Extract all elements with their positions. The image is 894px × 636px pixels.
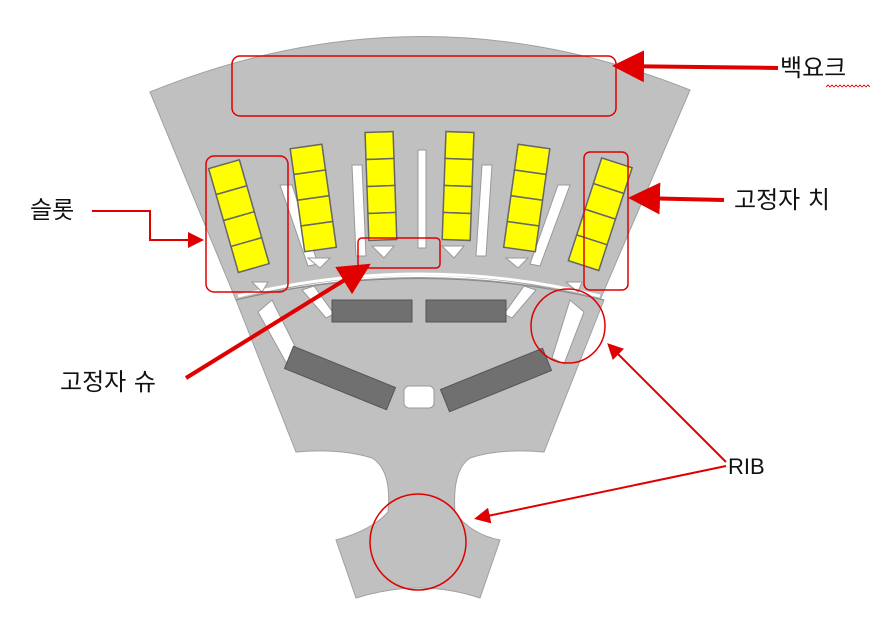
coil-block: [364, 130, 395, 161]
coil-stack-1: [207, 158, 271, 274]
coil-block: [292, 169, 330, 202]
coil-block: [367, 211, 398, 242]
magnet: [331, 299, 413, 323]
coil-block: [443, 157, 474, 188]
leader-arrows: [92, 50, 779, 524]
tooth-highlight: [583, 151, 629, 291]
air-gap: [237, 272, 601, 298]
coil-stack-2: [289, 143, 338, 253]
slot-gap: [529, 184, 571, 267]
tooth-tip: [250, 281, 269, 293]
rotor-sector: [235, 277, 605, 599]
coil-block: [444, 130, 475, 161]
coil-block: [513, 143, 551, 176]
rib-arrow-top: [607, 343, 727, 463]
coil-stack-6: [567, 156, 634, 272]
coil-block: [365, 157, 396, 188]
back-yoke-label: 백요크: [780, 54, 847, 82]
back-yoke-highlight: [231, 55, 617, 117]
coil-block: [289, 143, 327, 176]
slot-gap: [475, 164, 493, 257]
slot-highlight: [205, 155, 289, 293]
tooth-tips: [250, 245, 583, 293]
coil-block: [502, 220, 540, 253]
rib-arrow-bottom: [474, 465, 727, 524]
tooth-arrow: [628, 182, 725, 215]
coil-stack-5: [502, 143, 551, 253]
tooth-tip: [370, 245, 396, 259]
highlights: [205, 55, 629, 591]
flux-barrier: [551, 299, 585, 365]
stator-tooth-label: 고정자 치: [734, 186, 830, 214]
magnets: [283, 299, 553, 413]
coil-stack-3: [364, 130, 398, 242]
stator-shoe-label: 고정자 슈: [60, 368, 156, 396]
tooth-tip: [440, 245, 466, 259]
coil-block: [296, 194, 334, 227]
tooth-tip: [504, 257, 530, 269]
rib-highlight-bottom: [369, 493, 467, 591]
coil-block: [441, 211, 472, 242]
shoe-arrow: [184, 263, 371, 380]
coil-block: [506, 194, 544, 227]
coil-block: [510, 169, 548, 202]
back-yoke-arrow: [612, 50, 779, 83]
tooth-tip: [306, 257, 332, 269]
slot-label: 슬롯: [30, 196, 75, 224]
magnet: [439, 347, 553, 413]
flux-barrier-center: [403, 385, 435, 409]
coil-stack-4: [441, 130, 475, 242]
slot-arrow: [92, 210, 204, 248]
coil-block: [442, 184, 473, 215]
slot-gap: [351, 164, 367, 257]
coil-block: [366, 184, 397, 215]
magnet: [283, 345, 397, 411]
slot-gap: [417, 149, 427, 249]
coil-block: [300, 220, 338, 253]
rib-highlight-top: [530, 288, 606, 364]
rib-label: RIB: [728, 454, 765, 479]
magnet: [425, 299, 507, 323]
flux-barriers: [257, 285, 585, 409]
shoe-highlight: [357, 237, 441, 269]
coils: [207, 130, 634, 274]
tooth-tip: [564, 281, 583, 293]
spellcheck-underline: [826, 84, 870, 88]
coil-block: [230, 236, 271, 274]
